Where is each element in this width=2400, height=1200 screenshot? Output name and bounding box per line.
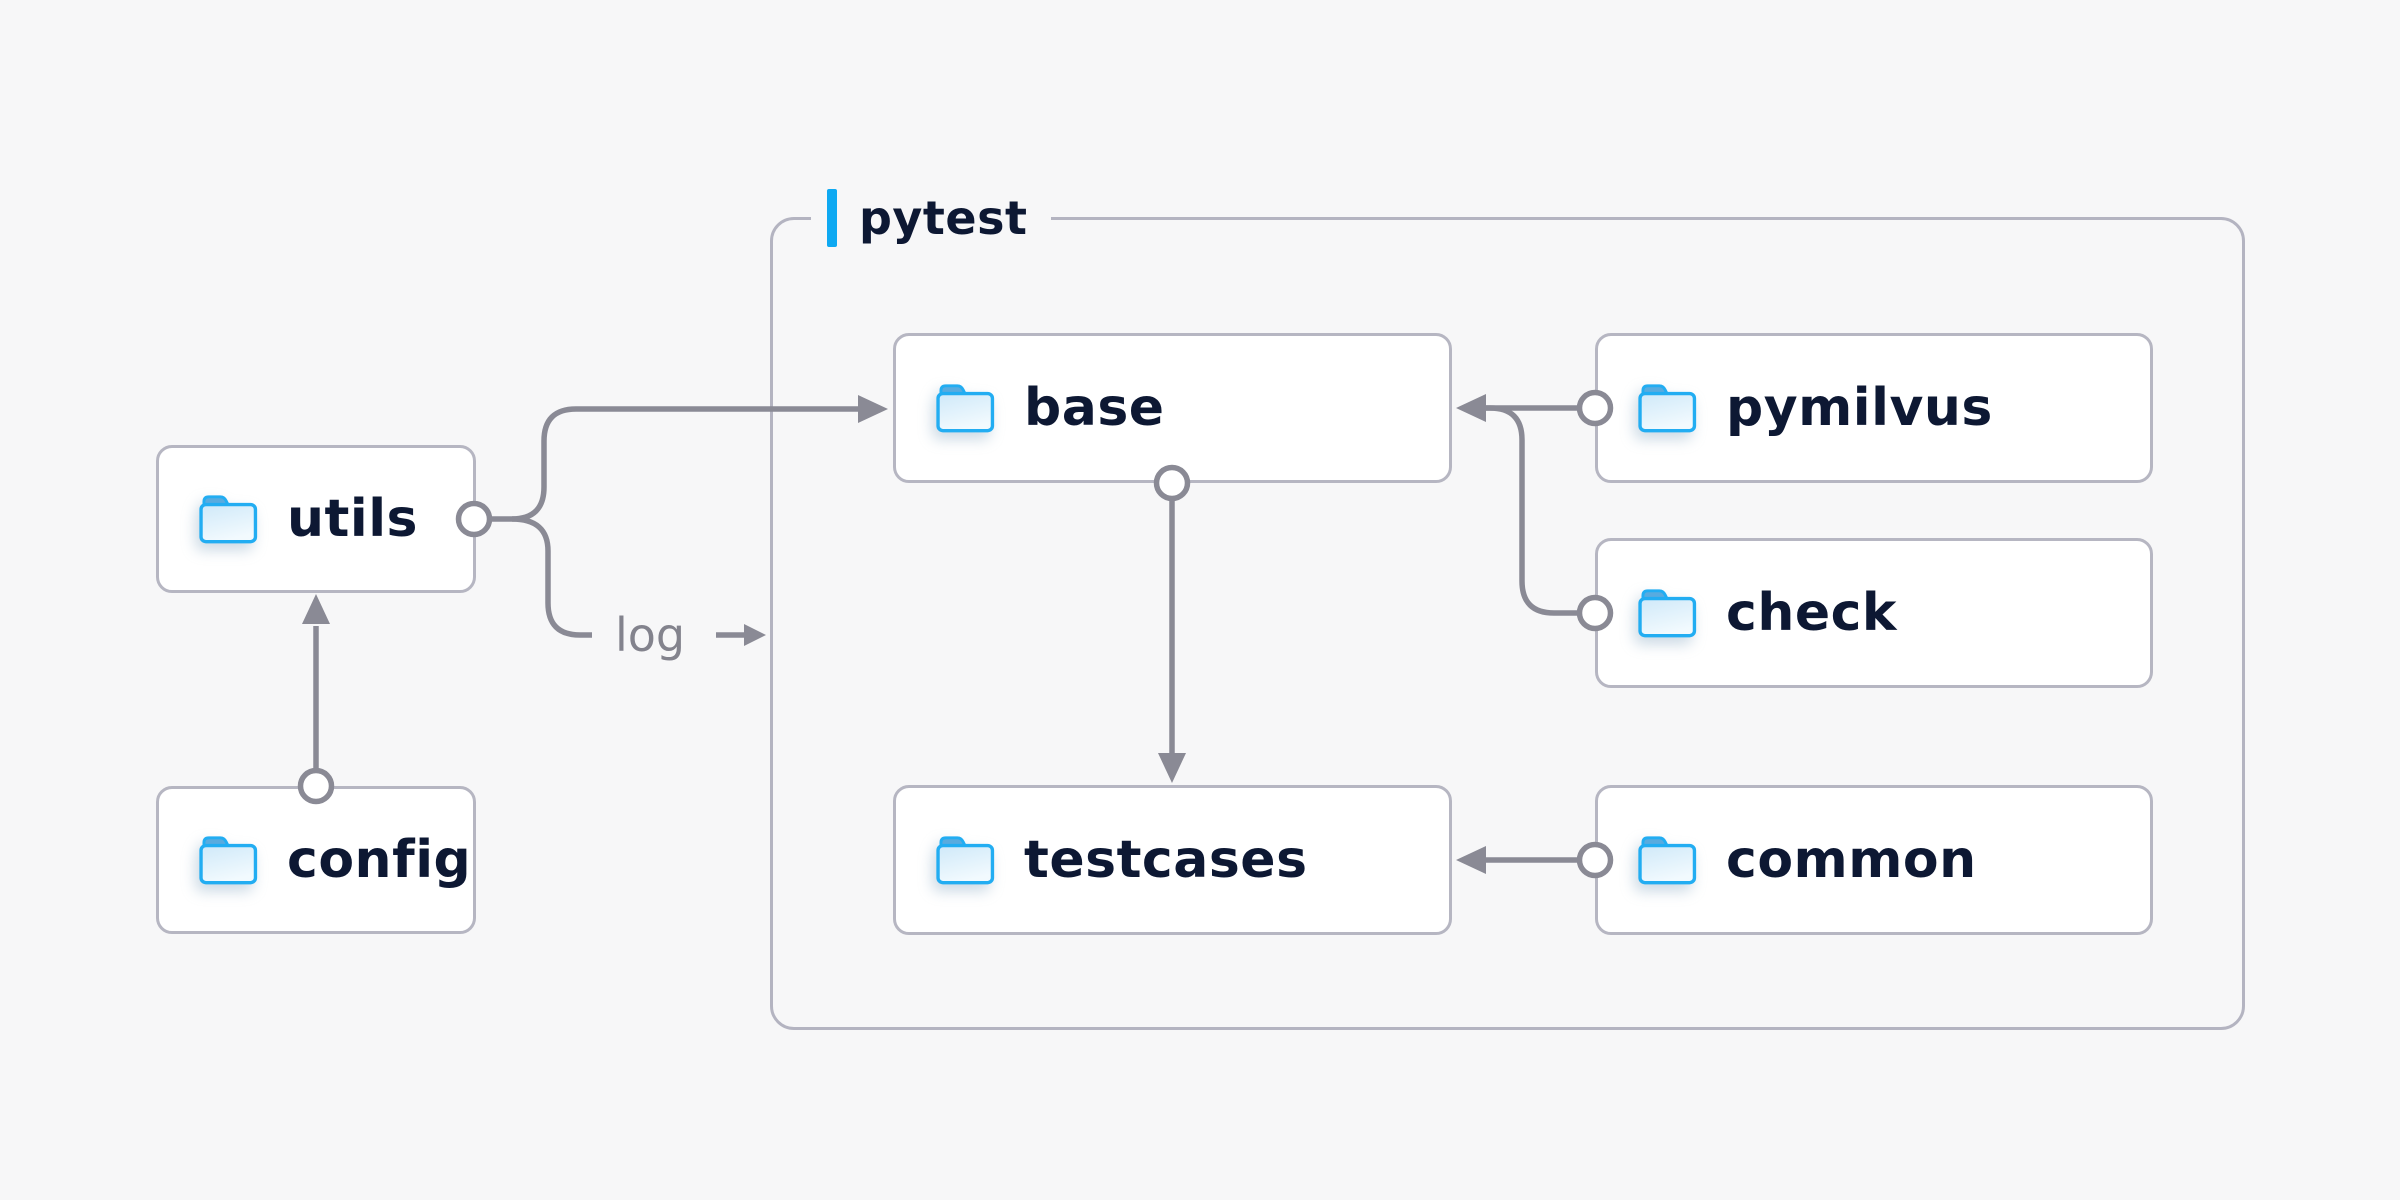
folder-icon xyxy=(934,834,996,886)
node-common: common xyxy=(1595,785,2153,935)
accent-bar xyxy=(827,189,837,247)
node-label-utils: utils xyxy=(287,489,418,549)
edge-log-arrowhead xyxy=(744,624,766,646)
folder-icon xyxy=(1636,382,1698,434)
node-label-testcases: testcases xyxy=(1024,830,1308,890)
folder-icon xyxy=(934,382,996,434)
node-label-config: config xyxy=(287,830,472,890)
pytest-group-box: pytest xyxy=(770,186,2245,1030)
node-label-check: check xyxy=(1726,583,1898,643)
node-base: base xyxy=(893,333,1452,483)
node-pymilvus: pymilvus xyxy=(1595,333,2153,483)
pytest-group-label-text: pytest xyxy=(859,191,1028,245)
node-utils: utils xyxy=(156,445,476,593)
pytest-group-label: pytest xyxy=(811,186,1052,250)
edge-utils-log-line xyxy=(511,516,592,638)
node-check: check xyxy=(1595,538,2153,688)
folder-icon xyxy=(1636,587,1698,639)
node-label-pymilvus: pymilvus xyxy=(1726,378,1993,438)
node-label-base: base xyxy=(1024,378,1165,438)
folder-icon xyxy=(1636,834,1698,886)
node-config: config xyxy=(156,786,476,934)
node-testcases: testcases xyxy=(893,785,1452,935)
log-edge-label: log xyxy=(615,608,685,662)
folder-icon xyxy=(197,493,259,545)
folder-icon xyxy=(197,834,259,886)
edge-config-utils-arrowhead xyxy=(302,594,330,624)
node-label-common: common xyxy=(1726,830,1977,890)
